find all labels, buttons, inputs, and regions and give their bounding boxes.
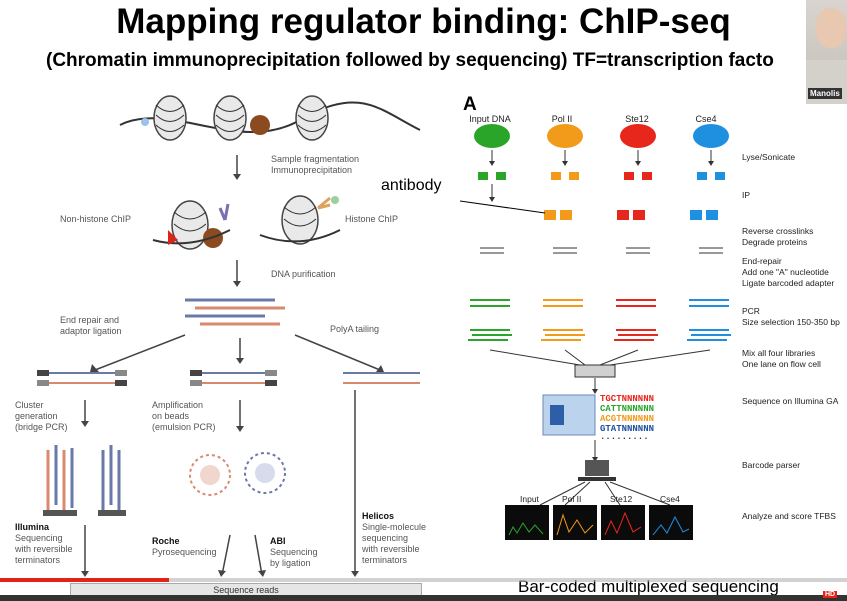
label-on-beads: on beads — [152, 411, 190, 421]
chip-seq-workflow-diagram — [37, 95, 421, 577]
column-header-pol-ii: Pol II — [551, 114, 573, 124]
label-illumina-line-2: with reversible — [15, 544, 73, 554]
column-header-cse4: Cse4 — [695, 114, 717, 124]
step-degrade-proteins: Degrade proteins — [742, 237, 808, 247]
label-generation: generation — [15, 411, 58, 421]
label-fragmentation: Sample fragmentation — [271, 154, 360, 164]
step-lyse: Lyse/Sonicate — [742, 152, 796, 162]
label-emulsion-pcr: (emulsion PCR) — [152, 422, 216, 432]
video-progress-fill — [0, 578, 170, 582]
label-pyrosequencing: Pyrosequencing — [152, 547, 217, 557]
bridge-pcr-cluster-icon — [43, 445, 126, 516]
barcode-read-4: GTATNNNNNN — [600, 424, 655, 434]
nucleosome-icon — [213, 95, 247, 141]
barcode-read-3: ACGTNNNNNN — [600, 414, 655, 424]
track-label-input: Input — [520, 494, 539, 504]
label-abi: ABI — [270, 536, 286, 546]
step-mix-libraries: Mix all four libraries — [742, 348, 816, 358]
step-sequence-illumina: Sequence on Illumina GA — [742, 396, 839, 406]
step-pcr: PCR — [742, 306, 760, 316]
barcode-read-more: ......... — [600, 432, 649, 442]
column-ste12 — [614, 124, 658, 341]
nucleosome-icon — [153, 95, 187, 141]
track-label-pol-ii: Pol II — [562, 494, 582, 504]
step-ligate-adapter: Ligate barcoded adapter — [742, 278, 835, 288]
label-roche: Roche — [152, 536, 180, 546]
label-helicos-line-3: with reversible — [362, 544, 420, 554]
label-bridge-pcr: (bridge PCR) — [15, 422, 68, 432]
column-input-dna — [468, 124, 512, 341]
protein-icon — [250, 115, 270, 135]
barcode-read-2: CATTNNNNNN — [600, 404, 655, 414]
label-abi-line-1: Sequencing — [270, 547, 318, 557]
column-cse4 — [687, 124, 731, 341]
label-adaptor-ligation: adaptor ligation — [60, 326, 122, 336]
label-helicos-line-1: Single-molecule — [362, 522, 427, 532]
label-helicos-line-2: sequencing — [362, 533, 409, 543]
presenter-face — [816, 8, 846, 48]
panel-label: A — [463, 94, 477, 115]
label-histone-chip: Histone ChIP — [345, 214, 399, 224]
step-reverse-crosslinks: Reverse crosslinks — [742, 226, 814, 236]
step-ip: IP — [742, 190, 751, 200]
video-player-controls[interactable] — [0, 595, 847, 601]
label-amplification: Amplification — [152, 400, 204, 410]
step-add-a: Add one "A" nucleotide — [742, 267, 829, 277]
antibody-annotation: antibody — [378, 177, 445, 195]
label-abi-line-2: by ligation — [270, 558, 311, 568]
label-illumina-line-3: terminators — [15, 555, 61, 565]
step-one-lane: One lane on flow cell — [742, 359, 821, 369]
column-pol-ii — [541, 124, 585, 341]
label-illumina: Illumina — [15, 522, 50, 532]
slide-title: Mapping regulator binding: ChIP-seq — [116, 2, 731, 41]
computer-icon — [578, 460, 616, 481]
label-non-histone-chip: Non-histone ChIP — [60, 214, 132, 224]
emulsion-bead-icon — [189, 452, 286, 496]
track-label-ste12: Ste12 — [610, 494, 633, 504]
presenter-name: Manolis — [808, 88, 842, 99]
track-label-cse4: Cse4 — [660, 494, 680, 504]
barcoded-chip-seq-diagram — [460, 124, 731, 506]
step-end-repair: End-repair — [742, 256, 782, 266]
label-cluster: Cluster — [15, 400, 44, 410]
nucleosome-icon — [295, 95, 329, 141]
barcode-read-1: TGCTNNNNNN — [600, 394, 655, 404]
column-header-ste12: Ste12 — [625, 114, 649, 124]
label-helicos-line-4: terminators — [362, 555, 408, 565]
column-header-input-dna: Input DNA — [469, 114, 511, 124]
label-immunoprecipitation: Immunoprecipitation — [271, 165, 353, 175]
slide-subtitle: (Chromatin immunoprecipitation followed … — [46, 50, 774, 71]
label-polya-tailing: PolyA tailing — [330, 324, 380, 334]
label-dna-purification: DNA purification — [271, 269, 336, 279]
video-progress-bar[interactable] — [0, 578, 847, 582]
label-end-repair: End repair and — [60, 315, 120, 325]
hd-quality-badge[interactable]: HD — [823, 591, 838, 598]
label-helicos: Helicos — [362, 511, 395, 521]
label-illumina-line-1: Sequencing — [15, 533, 63, 543]
step-barcode-parser: Barcode parser — [742, 460, 801, 470]
step-analyze-tfbs: Analyze and score TFBS — [742, 511, 836, 521]
binding-tracks — [505, 505, 693, 540]
step-size-selection: Size selection 150-350 bp — [742, 317, 840, 327]
webcam-overlay: Manolis — [806, 0, 847, 104]
